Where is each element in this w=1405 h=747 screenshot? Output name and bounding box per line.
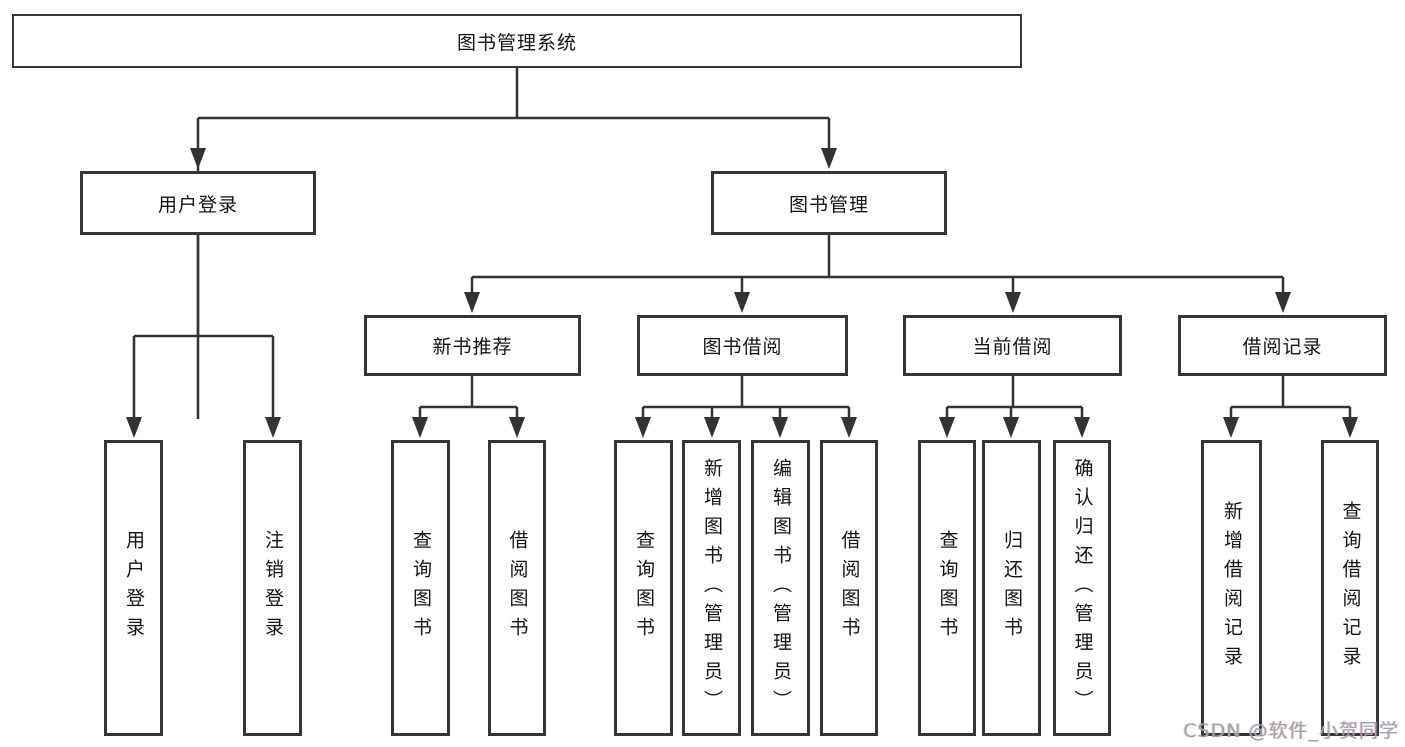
leaf-return-book: 归还图书: [982, 440, 1041, 736]
leaf-query-book-current-label: 查询图书: [936, 530, 959, 646]
connector-root-to-level2: [190, 68, 837, 419]
leaf-user-login: 用户登录: [104, 440, 163, 736]
leaf-query-borrow-record-label: 查询借阅记录: [1339, 501, 1362, 675]
connector-current-borrow-to-leaves: [939, 376, 1090, 438]
leaf-add-book-admin-label: 新增图书（管理员）: [700, 457, 723, 719]
node-root-library-management-system: 图书管理系统: [12, 14, 1022, 68]
leaf-add-book-admin: 新增图书（管理员）: [682, 440, 741, 736]
leaf-edit-book-admin-label: 编辑图书（管理员）: [769, 457, 792, 719]
leaf-borrow-book-recommend-label: 借阅图书: [506, 530, 529, 646]
leaf-query-book-borrow-label: 查询图书: [632, 530, 655, 646]
connector-new-book-recommend-to-leaves: [412, 376, 525, 438]
leaf-query-borrow-record: 查询借阅记录: [1321, 440, 1379, 736]
leaf-add-borrow-record: 新增借阅记录: [1201, 440, 1262, 736]
node-current-borrow: 当前借阅: [903, 315, 1122, 376]
leaf-user-login-label: 用户登录: [122, 530, 145, 646]
leaf-edit-book-admin: 编辑图书（管理员）: [751, 440, 810, 736]
leaf-borrow-book: 借阅图书: [820, 440, 878, 736]
leaf-borrow-book-label: 借阅图书: [838, 530, 861, 646]
connector-borrow-record-to-leaves: [1223, 376, 1358, 438]
node-user-login: 用户登录: [80, 171, 316, 235]
leaf-return-book-label: 归还图书: [1000, 530, 1023, 646]
csdn-watermark: CSDN @软件_小贺同学: [1183, 720, 1399, 742]
leaf-confirm-return-admin: 确认归还（管理员）: [1053, 440, 1111, 736]
leaf-query-book-recommend: 查询图书: [391, 440, 450, 736]
connector-book-borrow-to-leaves: [635, 376, 857, 438]
leaf-confirm-return-admin-label: 确认归还（管理员）: [1071, 457, 1094, 719]
leaf-borrow-book-recommend: 借阅图书: [488, 440, 546, 736]
leaf-logout-label: 注销登录: [261, 530, 284, 646]
connector-book-management-to-level3: [464, 235, 1291, 313]
node-book-management: 图书管理: [711, 171, 947, 235]
leaf-add-borrow-record-label: 新增借阅记录: [1220, 501, 1243, 675]
node-book-borrow: 图书借阅: [637, 315, 848, 376]
node-new-book-recommend: 新书推荐: [364, 315, 581, 376]
connector-user-login-to-leaves: [126, 235, 281, 438]
node-borrow-record: 借阅记录: [1178, 315, 1387, 376]
leaf-query-book-current: 查询图书: [918, 440, 976, 736]
leaf-query-book-borrow: 查询图书: [614, 440, 673, 736]
leaf-logout: 注销登录: [243, 440, 302, 736]
leaf-query-book-recommend-label: 查询图书: [409, 530, 432, 646]
